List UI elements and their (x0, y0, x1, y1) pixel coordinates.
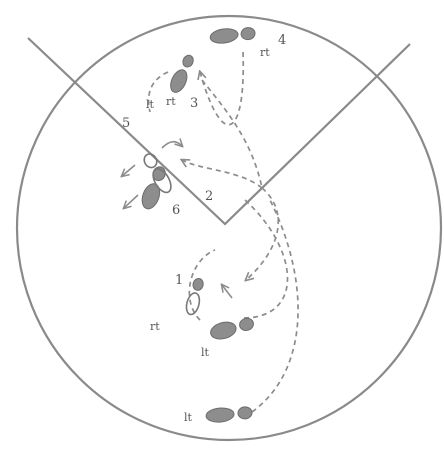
path-2-sweep (182, 160, 262, 188)
path-3-to-6 (202, 80, 262, 188)
step-number-1: 1 (175, 273, 183, 288)
foot-mark-rt-3: rt (150, 320, 160, 333)
foot-mark-lt-3: lt (146, 98, 155, 111)
step-number-4: 4 (278, 33, 286, 48)
path-6-lower (252, 200, 298, 412)
shoeprint-4 (209, 25, 256, 45)
foot-mark-lt-2: lt (184, 411, 193, 424)
path-2-to-1 (246, 188, 278, 280)
foot-mark-rt-1: rt (260, 46, 270, 59)
shoeprint-bottom (205, 405, 252, 423)
floor-circle (17, 16, 441, 440)
step-number-6: 6 (172, 203, 180, 218)
shoeprint-3 (167, 53, 197, 95)
path-4-to-3 (200, 52, 243, 125)
foot-mark-lt-1: lt (201, 346, 210, 359)
foot-mark-rt-2: rt (166, 95, 176, 108)
step-number-2: 2 (205, 189, 213, 204)
shoeprint-2 (209, 315, 256, 342)
step-number-3: 3 (190, 96, 198, 111)
path-1-to-back (240, 200, 288, 318)
step-number-5: 5 (122, 116, 130, 131)
corner-line (28, 38, 410, 224)
shoeprint-1 (184, 277, 205, 316)
